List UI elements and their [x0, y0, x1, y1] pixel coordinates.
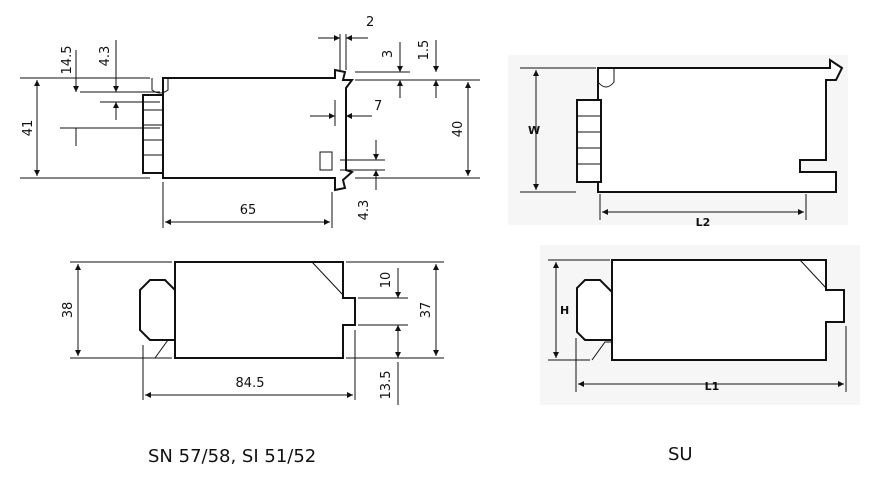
caption-right: SU [668, 444, 693, 465]
caption-left: SN 57/58, SI 51/52 [148, 446, 317, 467]
dim-84-5: 84.5 [236, 376, 265, 391]
label-h: H [560, 304, 569, 317]
right-top-view: W L2 [508, 55, 848, 229]
dim-38: 38 [61, 302, 76, 319]
label-l1: L1 [705, 380, 720, 393]
dim-7: 7 [374, 99, 382, 114]
dim-41: 41 [21, 120, 36, 137]
left-side-terminal [139, 279, 176, 341]
label-w: W [528, 124, 540, 137]
dim-4-3-bottom: 4.3 [357, 200, 372, 221]
left-side-housing [174, 261, 356, 359]
dim-2: 2 [366, 15, 374, 30]
dim-14-5: 14.5 [60, 46, 75, 75]
left-top-housing [162, 68, 354, 192]
left-top-slot [151, 78, 169, 94]
dim-40: 40 [451, 121, 466, 138]
right-side-terminal [576, 279, 613, 341]
right-top-housing [597, 58, 844, 193]
right-side-view: H L1 [540, 245, 860, 405]
dim-10: 10 [379, 272, 394, 289]
left-top-terminal-block [142, 94, 164, 174]
dim-13-5: 13.5 [379, 371, 394, 400]
dim-1-5: 1.5 [417, 40, 432, 61]
dim-3: 3 [381, 50, 396, 58]
dim-65: 65 [240, 203, 257, 218]
left-top-slot-br [319, 151, 333, 171]
right-side-housing [611, 259, 845, 361]
left-top-view: 41 14.5 4.3 2 3 1.5 40 7 [20, 15, 480, 228]
left-side-view: 38 10 37 84.5 13.5 [61, 261, 444, 405]
label-l2: L2 [696, 216, 711, 229]
dim-4-3-top: 4.3 [98, 46, 113, 67]
dim-37: 37 [419, 302, 434, 319]
right-top-terminal-block [576, 99, 602, 183]
